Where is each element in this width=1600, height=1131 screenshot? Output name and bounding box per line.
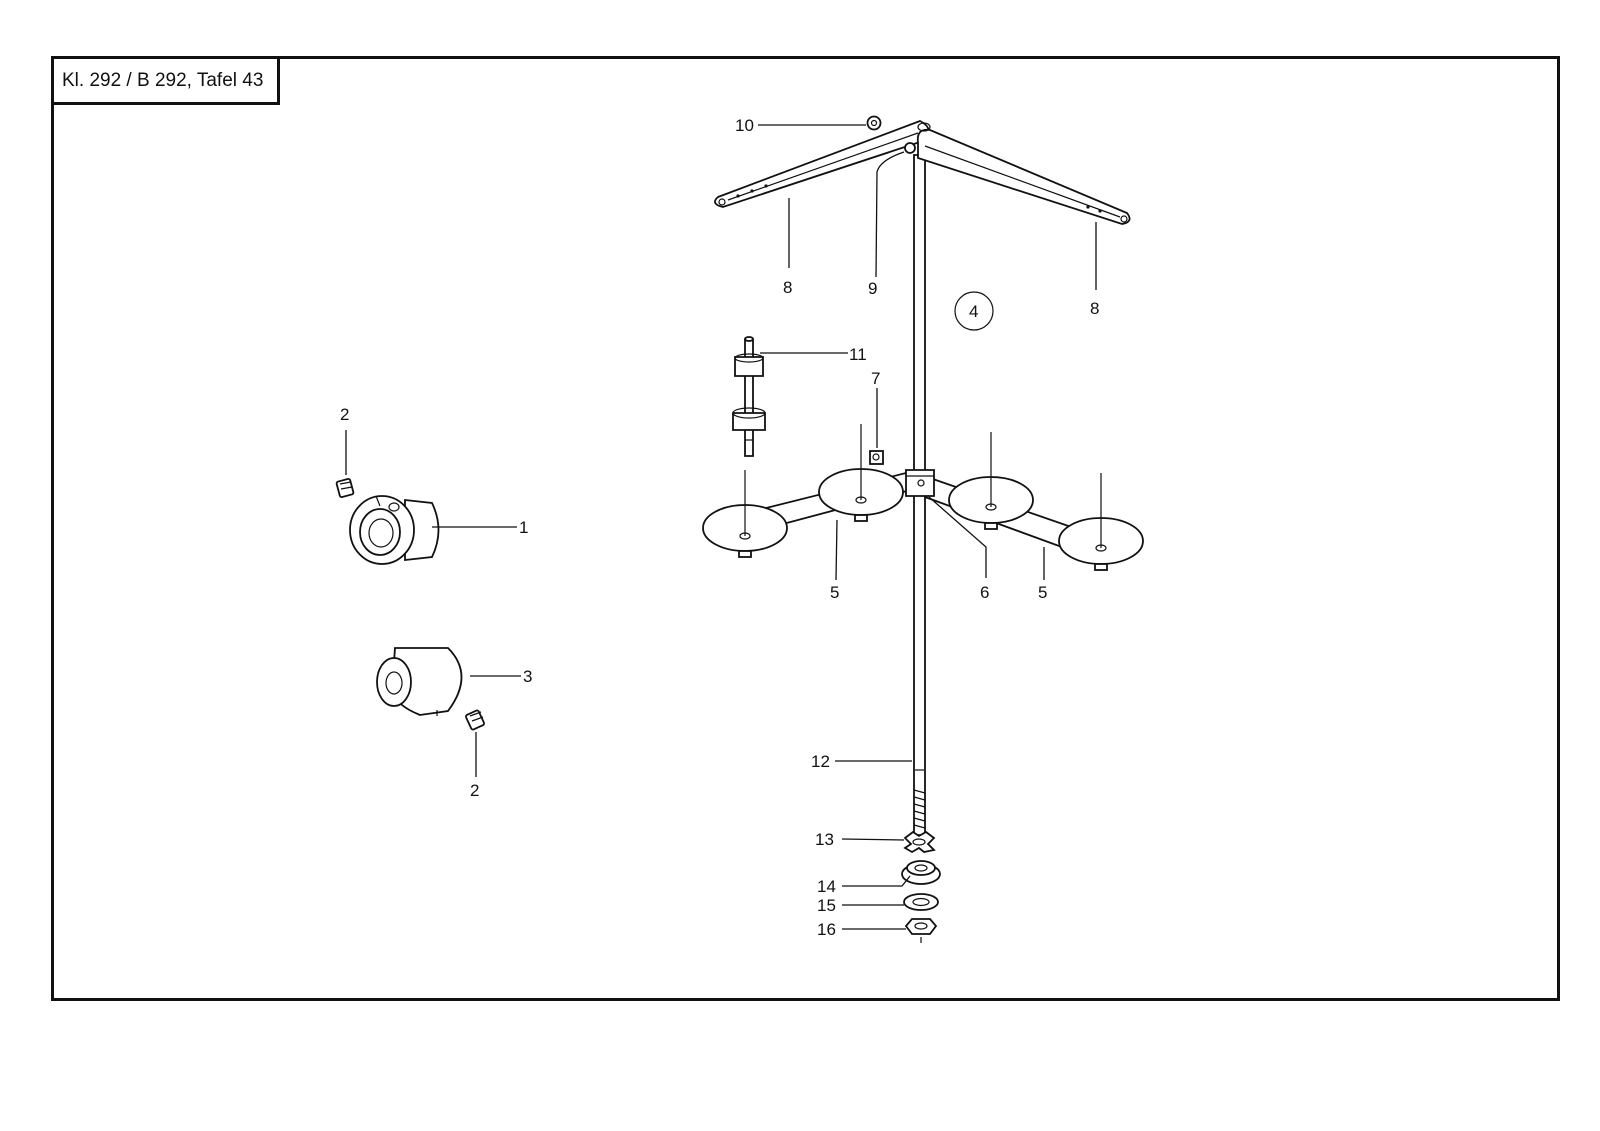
group-marker-circle	[954, 291, 994, 331]
sheet-title: Kl. 292 / B 292, Tafel 43	[62, 69, 264, 91]
part-10-nut	[866, 115, 882, 131]
callout-8-left: 8	[783, 278, 792, 297]
leader-6	[928, 496, 987, 578]
callout-2-upper: 2	[340, 405, 349, 424]
part-16-hex-nut	[904, 918, 938, 943]
callout-8-right: 8	[1090, 299, 1099, 318]
callout-12: 12	[811, 752, 830, 771]
part-6-bar-clamp	[905, 469, 935, 497]
part-2-set-screw-upper	[335, 478, 355, 498]
callout-13: 13	[815, 830, 834, 849]
leader-14	[842, 875, 911, 887]
callout-5-right: 5	[1038, 583, 1047, 602]
part-3-collar	[376, 647, 463, 716]
part-1-collar	[349, 495, 440, 565]
callout-14: 14	[817, 877, 836, 896]
title-box: Kl. 292 / B 292, Tafel 43	[54, 59, 280, 105]
arm-pivot-hole	[917, 122, 931, 132]
group-marker-label: 4	[969, 302, 978, 321]
leader-13	[841, 838, 905, 841]
spool-disc-1	[702, 470, 788, 558]
part-13-lock-washer	[903, 830, 936, 854]
callout-11: 11	[849, 345, 867, 364]
part-14-flanged-nut	[901, 860, 941, 885]
spool-disc-4	[1058, 473, 1144, 571]
callout-5-left: 5	[830, 583, 839, 602]
leader-5a	[835, 519, 838, 581]
callout-7: 7	[871, 369, 880, 388]
callout-2-lower: 2	[470, 781, 479, 800]
part-2-set-screw-lower	[465, 709, 485, 731]
part-11-spool-pin	[732, 336, 766, 457]
part-15-washer	[903, 893, 939, 911]
callout-3: 3	[523, 667, 532, 686]
drawing-frame: Kl. 292 / B 292, Tafel 43	[51, 56, 1560, 1001]
part-7-square-nut	[869, 450, 884, 465]
spool-disc-3	[948, 432, 1034, 530]
callout-6: 6	[980, 583, 989, 602]
spool-disc-2	[818, 424, 904, 522]
callout-16: 16	[817, 920, 836, 939]
part-9-screw	[904, 142, 916, 154]
leader-9	[875, 151, 905, 278]
part-8-guide-arm-right	[916, 128, 1131, 225]
callout-10: 10	[735, 116, 754, 135]
callout-1: 1	[519, 518, 528, 537]
callout-9: 9	[868, 279, 877, 298]
callout-15: 15	[817, 896, 836, 915]
